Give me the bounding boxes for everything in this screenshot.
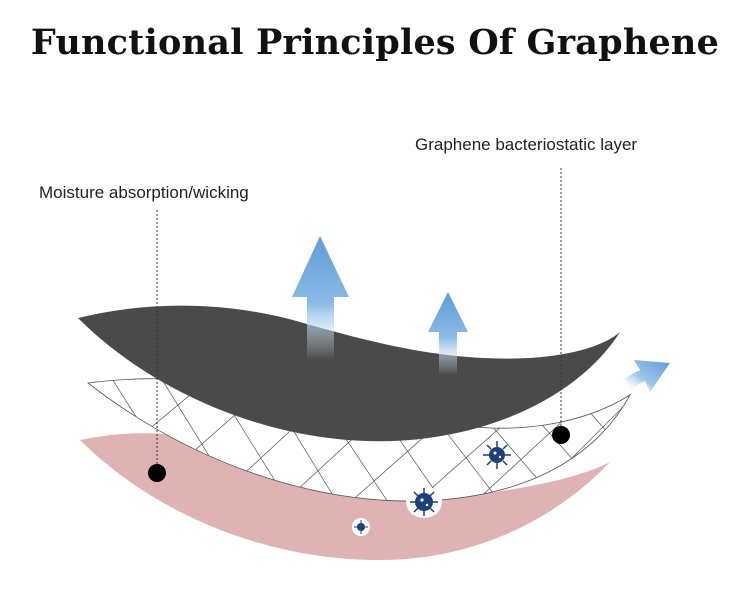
up-arrow-icon [292,236,349,360]
label-moisture-wicking: Moisture absorption/wicking [39,183,249,202]
bacteria-icon [352,518,370,536]
page-title: Functional Principles Of Graphene [30,22,720,63]
up-arrow-icon [625,360,670,392]
bacteria-icon [483,441,511,469]
marker-dot [148,464,166,482]
pink-base-layer [80,433,610,560]
marker-dot [552,426,570,444]
label-bacteriostatic-layer: Graphene bacteriostatic layer [415,135,638,154]
up-arrow-icon [428,292,468,375]
bacteria-icon [406,486,442,518]
dark-top-layer [78,305,620,442]
